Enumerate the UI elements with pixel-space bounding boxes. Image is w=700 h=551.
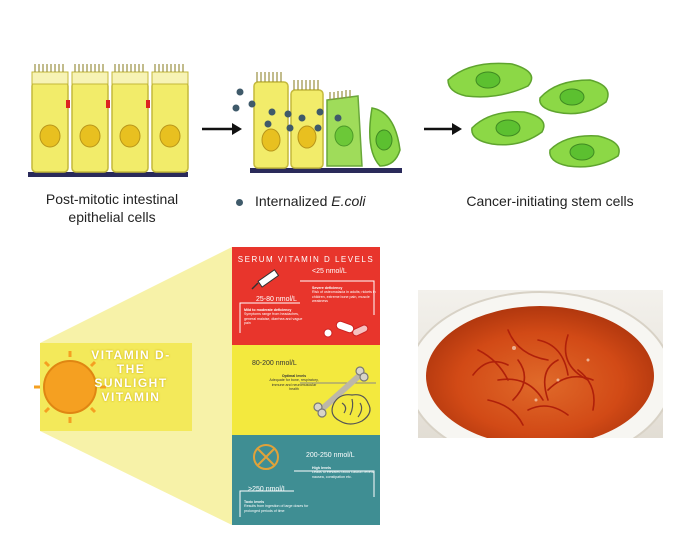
level-label: 25-80 nmol/L: [256, 296, 297, 303]
arrow-right-icon: [424, 123, 462, 135]
saffron-threads: [472, 329, 595, 426]
vitamin-d-infographic: [34, 247, 380, 525]
pills-icon: [323, 320, 369, 338]
basement-membrane: [250, 168, 402, 173]
level-label: 80-200 nmol/L: [252, 360, 297, 367]
bacteria-dots: [232, 88, 342, 132]
note-title: Mild to moderate deficiency: [244, 308, 292, 312]
caption-epithelial-cells: Post-mitotic intestinal epithelial cells: [22, 190, 202, 226]
note-title: Severe deficiency: [312, 286, 343, 290]
sun-title-line: VITAMIN: [101, 390, 161, 404]
sun-title-line: THE: [116, 362, 146, 376]
level-label: <25 nmol/L: [312, 268, 347, 275]
note-severe-deficiency: Severe deficiency Risk of osteomalacia i…: [312, 286, 378, 304]
basement-membrane: [28, 172, 188, 177]
level-label: 200-250 nmol/L: [306, 452, 355, 459]
note-body: Leads to elevated blood calcium levels, …: [312, 470, 375, 479]
stem-cell: [471, 111, 545, 146]
note-title: Toxic levels: [244, 500, 265, 504]
sun-title: VITAMIN D- THE SUNLIGHT VITAMIN: [40, 348, 192, 404]
cell-transformation-diagram: [28, 62, 620, 177]
bacteria-legend-dot: [236, 198, 243, 206]
sun-title-line: SUNLIGHT: [94, 376, 168, 390]
caption-italic-text: E.coli: [331, 193, 366, 209]
note-body: Results from ingestion of large doses fo…: [244, 504, 309, 513]
level-label: >250 nmol/L: [248, 486, 287, 493]
infected-cell-group: [232, 72, 402, 173]
bone-icon: [313, 366, 369, 418]
note-optimal: Optimal levels Adequate for bone, respir…: [268, 374, 320, 392]
sun-title-line: VITAMIN D-: [91, 348, 171, 362]
sun-icon: [34, 351, 106, 423]
saffron-liquid: [426, 306, 654, 438]
note-title: Optimal levels: [281, 374, 307, 378]
caption-text: Internalized: [255, 193, 328, 209]
note-body: Risk of osteomalacia in adults; rickets …: [312, 290, 376, 304]
note-body: Adequate for bone, respiratory, immune a…: [269, 378, 319, 392]
note-toxic-levels: Toxic levels Results from ingestion of l…: [244, 500, 310, 513]
stem-cell: [539, 79, 609, 115]
epithelial-cell: [253, 72, 289, 169]
transforming-cell: [369, 107, 401, 167]
syringe-icon: [251, 269, 280, 290]
arrow-right-icon: [202, 123, 242, 135]
epithelial-cell: [290, 80, 324, 169]
brain-icon: [331, 394, 371, 425]
caption-line: epithelial cells: [68, 209, 156, 225]
stem-cell: [447, 62, 533, 98]
caption-line: Post-mitotic intestinal: [45, 191, 179, 207]
transforming-cell: [326, 90, 363, 167]
epithelial-cell: [31, 64, 70, 173]
saffron-bowl-photo: [418, 290, 663, 438]
cancer-stem-cell-group: [447, 62, 620, 168]
epithelial-cell: [111, 64, 150, 173]
note-title: High levels: [312, 466, 331, 470]
caption-internalized-ecoli: Internalized E.coli: [236, 192, 396, 210]
epithelial-cell-group: [28, 64, 189, 177]
epithelial-cell: [151, 64, 189, 173]
liquid-highlights: [512, 346, 590, 402]
note-body: Symptoms range from headaches, general m…: [244, 312, 303, 326]
note-high-levels: High levels Leads to elevated blood calc…: [312, 466, 378, 479]
level-connector-lines: [239, 280, 375, 517]
note-mild-deficiency: Mild to moderate deficiency Symptoms ran…: [244, 308, 310, 326]
warning-x-icon: [253, 444, 279, 470]
infographic-header: SERUM VITAMIN D LEVELS: [237, 255, 375, 264]
stem-cell: [549, 135, 620, 168]
caption-cancer-stem-cells: Cancer-initiating stem cells: [466, 193, 634, 209]
epithelial-cell: [71, 64, 110, 173]
